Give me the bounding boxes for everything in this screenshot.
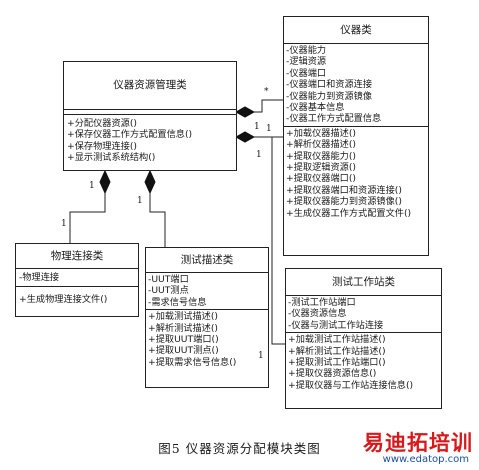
manager-station-link [254,136,285,345]
class-attributes: -物理连接 [16,269,138,288]
class-attributes: -测试工作站端口 -仪器资源信息 -仪器与测试工作站连接 [286,296,441,334]
class-physical-connection[interactable]: 物理连接类 -物理连接 +生成物理连接文件() [15,243,139,317]
multiplicity-one: 1 [258,351,264,361]
multiplicity-star: * [264,87,269,97]
class-name: 测试工作站类 [286,269,441,296]
multiplicity-one: 1 [137,196,143,206]
attribute: -需求信号信息 [148,296,207,308]
class-name: 测试描述类 [146,248,268,273]
watermark-url: www.edatop.com [382,454,469,465]
method: +加载测试工作站描述() [288,334,386,346]
attribute: -UUT测点 [148,285,189,297]
class-methods: +加载测试工作站描述() +解析测试工作站描述() +提取测试工作站端口() +… [286,333,441,392]
multiplicity-one: 1 [266,124,272,134]
class-name: 物理连接类 [16,244,138,269]
attribute: -仪器基本信息 [286,102,345,114]
class-name: 仪器资源管理类 [64,62,236,110]
method: +加载仪器描述() [286,127,356,139]
method: +提取仪器能力到资源镜像() [286,196,402,208]
attribute: -仪器端口和资源连接 [286,79,373,91]
method: +提取测试工作站端口() [288,357,386,369]
method: +提取需求信号信息() [148,356,237,368]
class-instrument-resource-manager[interactable]: 仪器资源管理类 +分配仪器资源() +保存仪器工作方式配置信息() +保存物理连… [63,61,237,171]
multiplicity-one: 1 [256,150,262,160]
method: +提取仪器与工作站连接信息() [288,379,414,391]
method: +提取仪器能力() [286,150,356,162]
method: +分配仪器资源() [67,118,137,129]
method: +提取UUT端口() [148,334,219,346]
class-attributes [64,110,236,115]
class-methods: +生成物理连接文件() [16,287,138,312]
method: +提取UUT测点() [148,345,219,357]
aggregation-diamond-testdesc [144,169,156,195]
attribute: -仪器能力 [286,45,327,56]
method: +加载测试描述() [148,311,218,323]
aggregation-diamond-lower [234,131,256,143]
method: +提取逻辑资源() [286,162,356,174]
method: +保存仪器工作方式配置信息() [67,129,193,141]
attribute: -仪器与测试工作站连接 [288,319,384,331]
attribute: -仪器能力到资源镜像 [286,90,373,102]
attribute: -UUT端口 [148,274,189,285]
method: +显示测试系统结构() [67,152,156,164]
class-test-station[interactable]: 测试工作站类 -测试工作站端口 -仪器资源信息 -仪器与测试工作站连接 +加载测… [285,268,442,409]
class-instrument[interactable]: 仪器类 -仪器能力 -逻辑资源 -仪器端口 -仪器端口和资源连接 -仪器能力到资… [283,16,429,256]
multiplicity-one: 1 [61,219,67,229]
multiplicity-one: 1 [254,122,260,132]
attribute: -仪器资源信息 [288,308,347,320]
manager-testdesc-link [149,193,166,247]
attribute: -测试工作站端口 [288,297,356,308]
method: +提取仪器端口和资源连接() [286,184,402,196]
method: +解析测试描述() [148,322,218,334]
method: +生成物理连接文件() [19,294,108,306]
attribute: -逻辑资源 [286,56,327,68]
attribute: -仪器端口 [286,67,327,79]
class-attributes: -UUT端口 -UUT测点 -需求信号信息 [146,273,268,311]
class-name: 仪器类 [284,17,428,44]
method: +生成仪器工作方式配置文件() [286,207,412,219]
attribute: -物理连接 [19,272,60,283]
aggregation-diamond-physical [99,169,111,195]
method: +保存物理连接() [67,140,137,152]
class-methods: +加载测试描述() +解析测试描述() +提取UUT端口() +提取UUT测点(… [146,310,268,369]
method: +提取仪器资源信息() [288,368,377,380]
manager-physical-link [69,193,106,243]
method: +解析仪器描述() [286,139,356,151]
class-methods: +分配仪器资源() +保存仪器工作方式配置信息() +保存物理连接() +显示测… [64,115,236,167]
aggregation-diamond-upper [234,106,256,118]
watermark-brand: 易迪拓培训 [363,431,473,455]
figure-caption: 图5 仪器资源分配模块类图 [158,441,321,456]
class-methods: +加载仪器描述() +解析仪器描述() +提取仪器能力() +提取逻辑资源() … [284,127,428,220]
class-attributes: -仪器能力 -逻辑资源 -仪器端口 -仪器端口和资源连接 -仪器能力到资源镜像 … [284,44,428,127]
method: +提取仪器端口() [286,173,356,185]
method: +解析测试工作站描述() [288,345,386,357]
multiplicity-one: 1 [89,181,95,191]
class-test-description[interactable]: 测试描述类 -UUT端口 -UUT测点 -需求信号信息 +加载测试描述() +解… [145,247,269,388]
attribute: -仪器工作方式配置信息 [286,113,382,125]
